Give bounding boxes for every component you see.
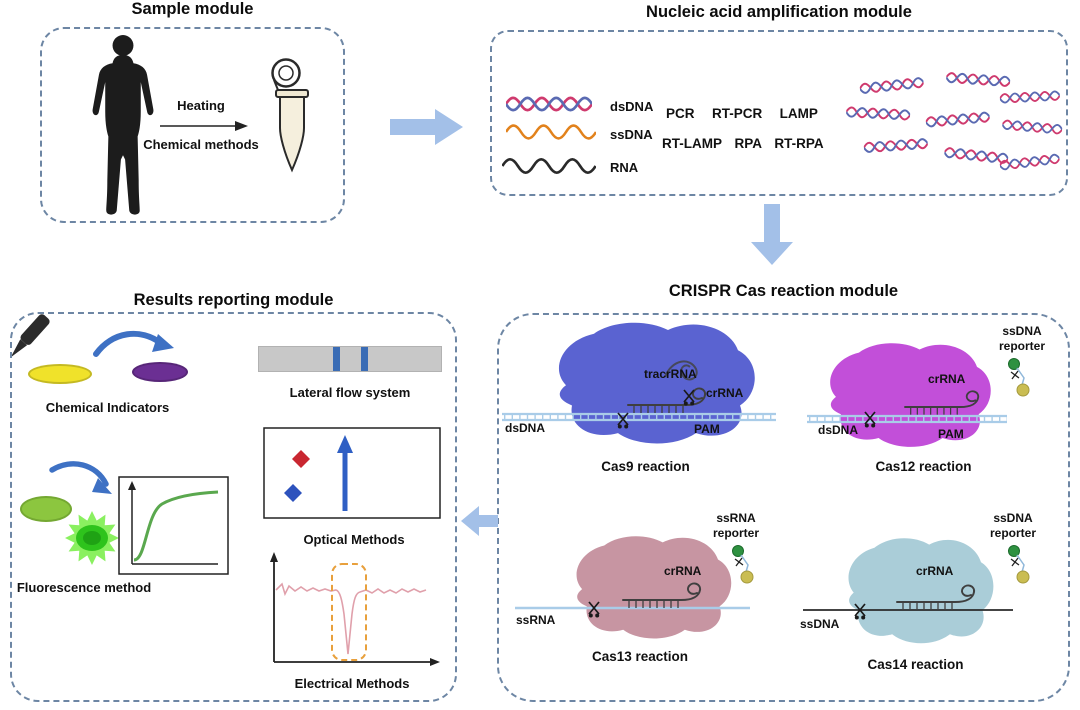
cas9-dsdna-strand: [502, 412, 776, 422]
rna-wave-icon: [502, 157, 596, 175]
cas9-caption: Cas9 reaction: [601, 459, 690, 474]
fluorophore-icon: [20, 496, 72, 522]
method-lamp: LAMP: [779, 106, 818, 121]
cas13-reporter-label: ssRNA reporter: [712, 511, 759, 540]
control-line: [361, 347, 368, 371]
cas14-caption: Cas14 reaction: [867, 657, 964, 672]
cas14-crrna-label: crRNA: [916, 564, 954, 578]
cas12-pam-label: PAM: [938, 427, 964, 441]
cas9-pam-label: PAM: [694, 422, 720, 436]
fluorescence-chart: [118, 476, 229, 575]
method-pcr: PCR: [666, 106, 695, 121]
cas12-dsdna-label: dsDNA: [818, 423, 859, 437]
cas13-reaction-graphic: [515, 536, 754, 639]
test-line: [333, 347, 340, 371]
glow-icon: [65, 511, 119, 565]
cas12-caption: Cas12 reaction: [875, 459, 972, 474]
blue-diamond-icon: [284, 484, 302, 502]
amplified-dna-icon: [844, 104, 912, 127]
amplification-module-title: Nucleic acid amplification module: [646, 3, 912, 21]
curved-arrow-icon: [49, 461, 112, 494]
cas12-reporter-label: ssDNA reporter: [998, 324, 1045, 353]
cas14-reporter-label: ssDNA reporter: [989, 511, 1036, 540]
chemical-indicators-label: Chemical Indicators: [45, 400, 170, 415]
amplification-methods-row1: PCR RT-PCR LAMP: [666, 105, 818, 123]
amplification-methods-row2: RT-LAMP RPA RT-RPA: [662, 135, 824, 153]
ssdna-label: ssDNA: [610, 127, 653, 142]
sample-module-title: Sample module: [131, 0, 254, 18]
cas9-dsdna-label: dsDNA: [505, 421, 546, 435]
cas14-reaction-graphic: [803, 538, 1030, 644]
sample-tube-icon: [271, 58, 309, 173]
amplified-dna-icon: [998, 88, 1061, 110]
sample-module-box: [40, 27, 345, 223]
ssrna-reporter-icon: [731, 544, 754, 584]
heating-label: Heating: [177, 98, 225, 113]
optical-chart: [263, 427, 441, 519]
dsdna-helix-icon: [506, 96, 592, 112]
dsdna-label: dsDNA: [610, 99, 654, 114]
cas14-protein-icon: [848, 538, 994, 644]
petri-dish-yellow-icon: [28, 364, 92, 384]
ssdna-wave-icon: [506, 124, 596, 140]
chemical-methods-label: Chemical methods: [143, 137, 259, 152]
results-module-title: Results reporting module: [133, 291, 334, 309]
cas14-ssdna-label: ssDNA: [800, 617, 840, 631]
cas9-reaction-graphic: [502, 322, 776, 444]
petri-dish-purple-icon: [132, 362, 188, 382]
cas13-ssrna-label: ssRNA: [516, 613, 556, 627]
method-rtlamp: RT-LAMP: [662, 136, 722, 151]
electrical-signal: [275, 582, 427, 655]
curved-arrow-icon: [93, 330, 174, 357]
crispr-module-box: [497, 313, 1070, 702]
crispr-module-title: CRISPR Cas reaction module: [668, 282, 899, 300]
tracrrna-icon: [664, 360, 698, 381]
process-arrow-icon: [160, 121, 248, 131]
flow-arrow-left-icon: [461, 506, 498, 536]
method-rpa: RPA: [734, 136, 762, 151]
ssdna-reporter-icon: [1007, 544, 1030, 584]
cas12-crrna-label: crRNA: [928, 372, 966, 386]
optical-label: Optical Methods: [303, 532, 405, 547]
cas13-protein-icon: [576, 536, 732, 639]
pipette-icon: [12, 314, 50, 358]
method-rtpcr: RT-PCR: [711, 106, 763, 121]
amplification-module-box: [490, 30, 1068, 196]
cas9-tracrrna-label: tracrRNA: [644, 367, 697, 381]
red-diamond-icon: [292, 450, 310, 468]
ssdna-reporter-icon: [1007, 357, 1030, 397]
cas13-caption: Cas13 reaction: [591, 649, 689, 664]
cas13-crrna-label: crRNA: [664, 564, 702, 578]
cas12-reaction-graphic: [807, 343, 1030, 447]
results-module-box: [10, 312, 457, 702]
cas12-dsdna-strand: [807, 414, 1007, 424]
flow-arrow-down-icon: [751, 204, 793, 265]
cas9-protein-icon: [558, 322, 755, 444]
cas9-crrna-label: crRNA: [706, 386, 744, 400]
fluorescence-label: Fluorescence method: [16, 580, 152, 595]
lateral-flow-label: Lateral flow system: [289, 385, 411, 400]
electrical-label: Electrical Methods: [294, 676, 410, 691]
flow-arrow-right-icon: [390, 109, 463, 145]
human-figure-icon: [92, 35, 154, 215]
lateral-flow-strip: [258, 346, 442, 372]
method-rtrpa: RT-RPA: [774, 136, 824, 151]
rna-label: RNA: [610, 160, 639, 175]
electrical-chart: [270, 552, 440, 666]
